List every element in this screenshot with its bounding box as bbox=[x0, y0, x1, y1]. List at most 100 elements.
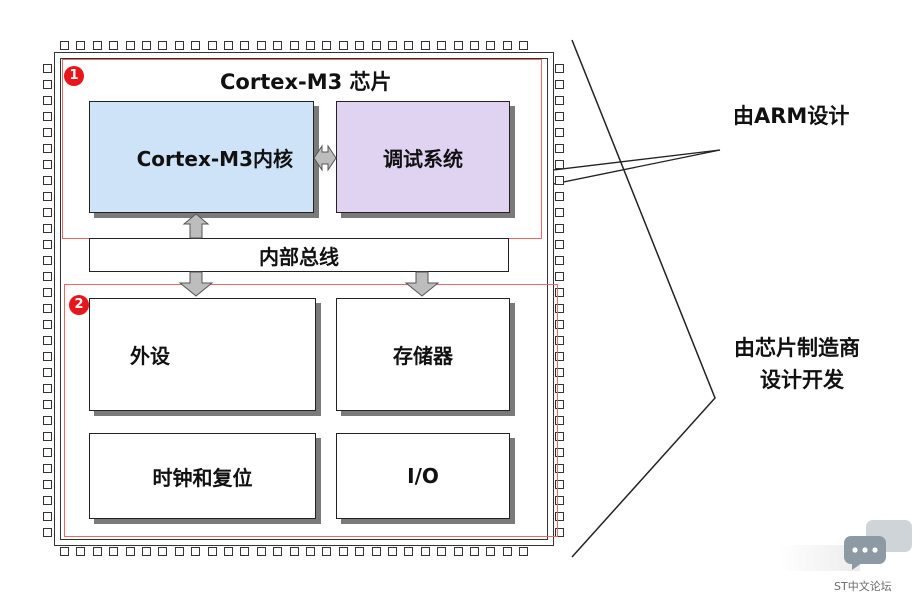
chip-pin bbox=[388, 547, 397, 556]
chip-pin bbox=[43, 192, 52, 201]
chip-pin bbox=[322, 547, 331, 556]
chip-pin bbox=[306, 547, 315, 556]
chip-pin bbox=[43, 160, 52, 169]
chip-pin bbox=[486, 547, 495, 556]
chip-pin bbox=[355, 41, 364, 50]
chip-pin bbox=[43, 496, 52, 505]
chip-pin bbox=[76, 547, 85, 556]
chip-pin bbox=[555, 240, 564, 249]
chip-pin bbox=[437, 547, 446, 556]
chip-pin bbox=[43, 224, 52, 233]
chip-title: Cortex-M3 芯片 bbox=[220, 70, 392, 94]
chip-pin bbox=[43, 368, 52, 377]
bracket-line bbox=[571, 39, 716, 558]
chip-pin bbox=[175, 547, 184, 556]
chip-pin bbox=[454, 41, 463, 50]
chip-pin bbox=[208, 41, 217, 50]
chip-pin bbox=[555, 224, 564, 233]
memory-block-label: 存储器 bbox=[393, 344, 453, 368]
chip-pin bbox=[273, 41, 282, 50]
bus-to-memory-arrow bbox=[404, 271, 440, 297]
chip-pin bbox=[555, 304, 564, 313]
chip-pin bbox=[355, 547, 364, 556]
chip-pin bbox=[555, 160, 564, 169]
chip-pin bbox=[43, 272, 52, 281]
core-block-label: Cortex-M3内核 bbox=[136, 146, 293, 171]
chip-pin bbox=[555, 448, 564, 457]
vendor-label-line2: 设计开发 bbox=[760, 368, 844, 392]
chip-pin bbox=[503, 41, 512, 50]
chip-pin bbox=[126, 41, 135, 50]
chip-pin bbox=[191, 41, 200, 50]
watermark-text: ST中文论坛 bbox=[834, 580, 892, 593]
chip-pin bbox=[322, 41, 331, 50]
bus-to-peripheral-arrow bbox=[178, 271, 214, 297]
chip-pin bbox=[555, 384, 564, 393]
chip-pin bbox=[43, 432, 52, 441]
chip-pin bbox=[43, 512, 52, 521]
chip-pin bbox=[372, 41, 381, 50]
chip-pin bbox=[555, 512, 564, 521]
chip-pin bbox=[555, 480, 564, 489]
chip-pin bbox=[109, 547, 118, 556]
debug-block-label: 调试系统 bbox=[383, 146, 463, 171]
chip-pin bbox=[454, 547, 463, 556]
chip-pin bbox=[555, 496, 564, 505]
chip-pin bbox=[43, 256, 52, 265]
chip-pin bbox=[339, 41, 348, 50]
chip-pin bbox=[555, 352, 564, 361]
bus-to-core-arrow bbox=[182, 213, 210, 239]
chip-pin bbox=[555, 432, 564, 441]
chip-pin bbox=[486, 41, 495, 50]
chip-pin bbox=[555, 288, 564, 297]
badge-2: 2 bbox=[69, 295, 89, 315]
chip-pin bbox=[43, 528, 52, 537]
chip-pin bbox=[126, 547, 135, 556]
chip-pin bbox=[519, 547, 528, 556]
peripheral-block-label: 外设 bbox=[130, 344, 170, 368]
peripheral-block: 外设 bbox=[89, 298, 316, 411]
chip-pin bbox=[60, 547, 69, 556]
chip-pin bbox=[555, 416, 564, 425]
chip-pin bbox=[43, 80, 52, 89]
chip-pin bbox=[93, 41, 102, 50]
io-block: I/O bbox=[336, 433, 510, 519]
chip-pin bbox=[555, 368, 564, 377]
chip-pin bbox=[43, 128, 52, 137]
chip-pin bbox=[437, 41, 446, 50]
chip-pin bbox=[208, 547, 217, 556]
chip-pin bbox=[43, 240, 52, 249]
chip-pin bbox=[43, 288, 52, 297]
chip-pin bbox=[555, 208, 564, 217]
chip-pin bbox=[555, 528, 564, 537]
chat-bubble-icon bbox=[844, 520, 912, 570]
chip-pin bbox=[519, 41, 528, 50]
chip-pin bbox=[142, 41, 151, 50]
chip-pin bbox=[555, 192, 564, 201]
chip-pin bbox=[60, 41, 69, 50]
chip-pin bbox=[43, 448, 52, 457]
chip-pin bbox=[555, 256, 564, 265]
chip-pin bbox=[43, 400, 52, 409]
chip-pin bbox=[191, 547, 200, 556]
chip-pin bbox=[240, 41, 249, 50]
chip-pin bbox=[290, 41, 299, 50]
chip-pin bbox=[555, 320, 564, 329]
chip-pin bbox=[421, 547, 430, 556]
chip-pin bbox=[43, 416, 52, 425]
chip-pin bbox=[158, 547, 167, 556]
core-block: Cortex-M3内核 bbox=[89, 101, 314, 213]
vendor-label-line1: 由芯片制造商 bbox=[734, 336, 860, 360]
bus-block-label: 内部总线 bbox=[259, 244, 339, 269]
chip-pin bbox=[43, 208, 52, 217]
badge-1: 1 bbox=[64, 66, 84, 86]
arm-designed-label: 由ARM设计 bbox=[733, 104, 850, 128]
chip-pin bbox=[372, 547, 381, 556]
chip-pin bbox=[555, 336, 564, 345]
chip-pin bbox=[503, 547, 512, 556]
chip-pin bbox=[555, 144, 564, 153]
chip-pin bbox=[43, 144, 52, 153]
chip-pin bbox=[555, 128, 564, 137]
chip-pin bbox=[43, 176, 52, 185]
